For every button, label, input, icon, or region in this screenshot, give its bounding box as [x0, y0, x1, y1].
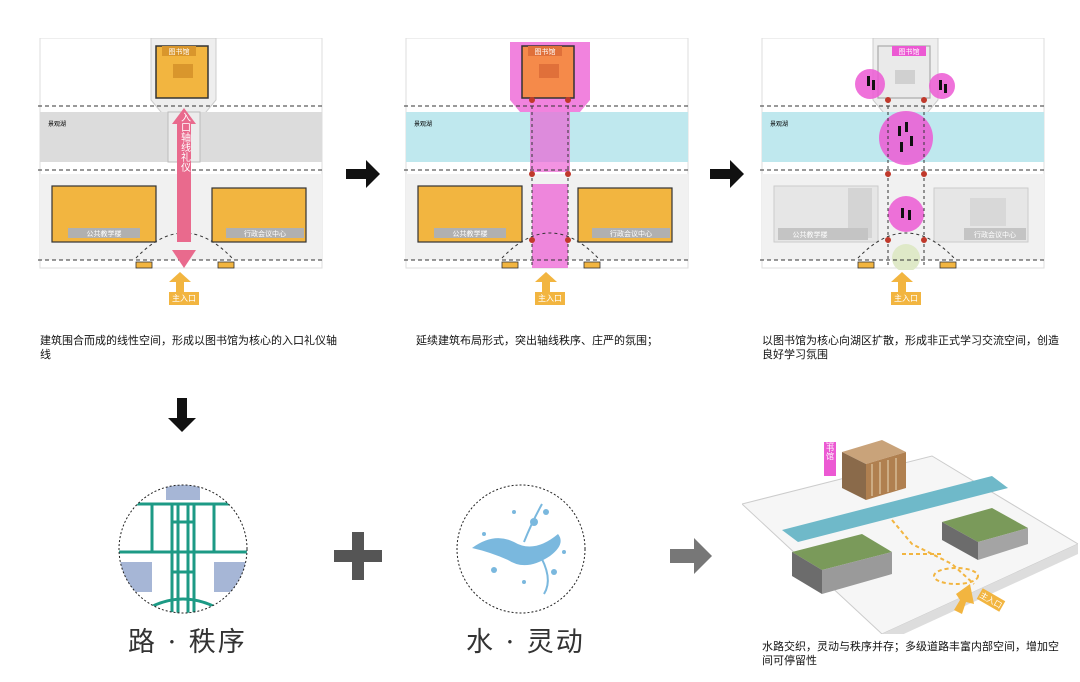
water-flow-label: 水 · 灵动 — [466, 627, 585, 658]
arrow-right-grey-icon — [670, 538, 712, 574]
right-building-label: 行政会议中心 — [974, 230, 1016, 239]
left-building-label: 公共教学楼 — [87, 229, 122, 238]
model-library-label: 图书馆 — [826, 436, 835, 461]
arrow-right-icon — [346, 160, 380, 188]
entrance-label: 主入口 — [169, 292, 199, 305]
left-building-label: 公共教学楼 — [793, 230, 828, 239]
panel-1-diagram: 图书馆 景观湖 公共教学楼 行政会议中心 入口轴线礼仪 — [38, 38, 324, 269]
entrance-arrow-icon — [535, 272, 557, 292]
axis-zone-ground — [532, 184, 568, 268]
axis-text: 入口轴线礼仪 — [179, 112, 191, 172]
caption-panel-1: 建筑围合而成的线性空间，形成以图书馆为核心的入口礼仪轴线 — [40, 334, 337, 361]
entrance-marker: 主入口 — [169, 272, 199, 305]
panel-3-diagram: 图书馆 景观湖 公共教学楼 行政会议中心 — [760, 38, 1046, 270]
road-order-circle — [118, 484, 248, 614]
arrow-down-icon — [168, 398, 196, 432]
library-label: 图书馆 — [535, 47, 556, 56]
plus-icon — [334, 532, 382, 580]
panel-spread-space: 图书馆 景观湖 公共教学楼 行政会议中心 — [758, 38, 1048, 305]
panel-entrance-axis: 图书馆 景观湖 公共教学楼 行政会议中心 入口轴线礼仪 主入口 — [36, 38, 326, 305]
entrance-arrow-icon — [891, 272, 913, 292]
library-label: 图书馆 — [899, 47, 920, 56]
road-order-label: 路 · 秩序 — [128, 627, 247, 658]
lake-label: 景观湖 — [770, 120, 788, 128]
green-circle — [892, 244, 920, 270]
panel-axis-order: 图书馆 景观湖 公共教学楼 行政会议中心 主入口 — [402, 38, 692, 305]
arrow-right-icon — [710, 160, 744, 188]
library-label: 图书馆 — [169, 47, 190, 56]
model-lake — [782, 476, 1008, 542]
axis-arrow-up-icon — [172, 108, 196, 124]
entrance-label: 主入口 — [891, 292, 921, 305]
right-building-label: 行政会议中心 — [244, 229, 286, 238]
caption-model: 水路交织，灵动与秩序并存；多级道路丰富内部空间，增加空间可停留性 — [762, 640, 1059, 667]
axis-arrow-down-icon — [172, 250, 196, 268]
panel-2-diagram: 图书馆 景观湖 公共教学楼 行政会议中心 — [404, 38, 690, 269]
entrance-marker: 主入口 — [535, 272, 565, 305]
lake-label: 景观湖 — [414, 120, 432, 128]
people-icon — [867, 76, 947, 220]
gathering-circle — [888, 196, 924, 232]
lake-label: 景观湖 — [48, 120, 66, 128]
caption-panel-3: 以图书馆为核心向湖区扩散，形成非正式学习交流空间，创造良好学习氛围 — [762, 334, 1059, 361]
right-building-label: 行政会议中心 — [610, 229, 652, 238]
axis-bar — [177, 122, 191, 242]
campus-model: 图书馆 主入口 — [742, 436, 1078, 634]
caption-panel-2: 延续建筑布局形式，突出轴线秩序、庄严的氛围； — [416, 334, 658, 347]
left-building-label: 公共教学楼 — [453, 229, 488, 238]
entrance-arrow-icon — [169, 272, 191, 292]
gathering-circle — [879, 111, 933, 165]
entrance-label: 主入口 — [535, 292, 565, 305]
water-flow-circle — [456, 484, 586, 614]
axis-zone-bridge — [530, 112, 570, 172]
model-entrance-arrow-icon — [954, 584, 974, 614]
entrance-marker: 主入口 — [891, 272, 921, 305]
model-library-tag — [824, 442, 836, 476]
